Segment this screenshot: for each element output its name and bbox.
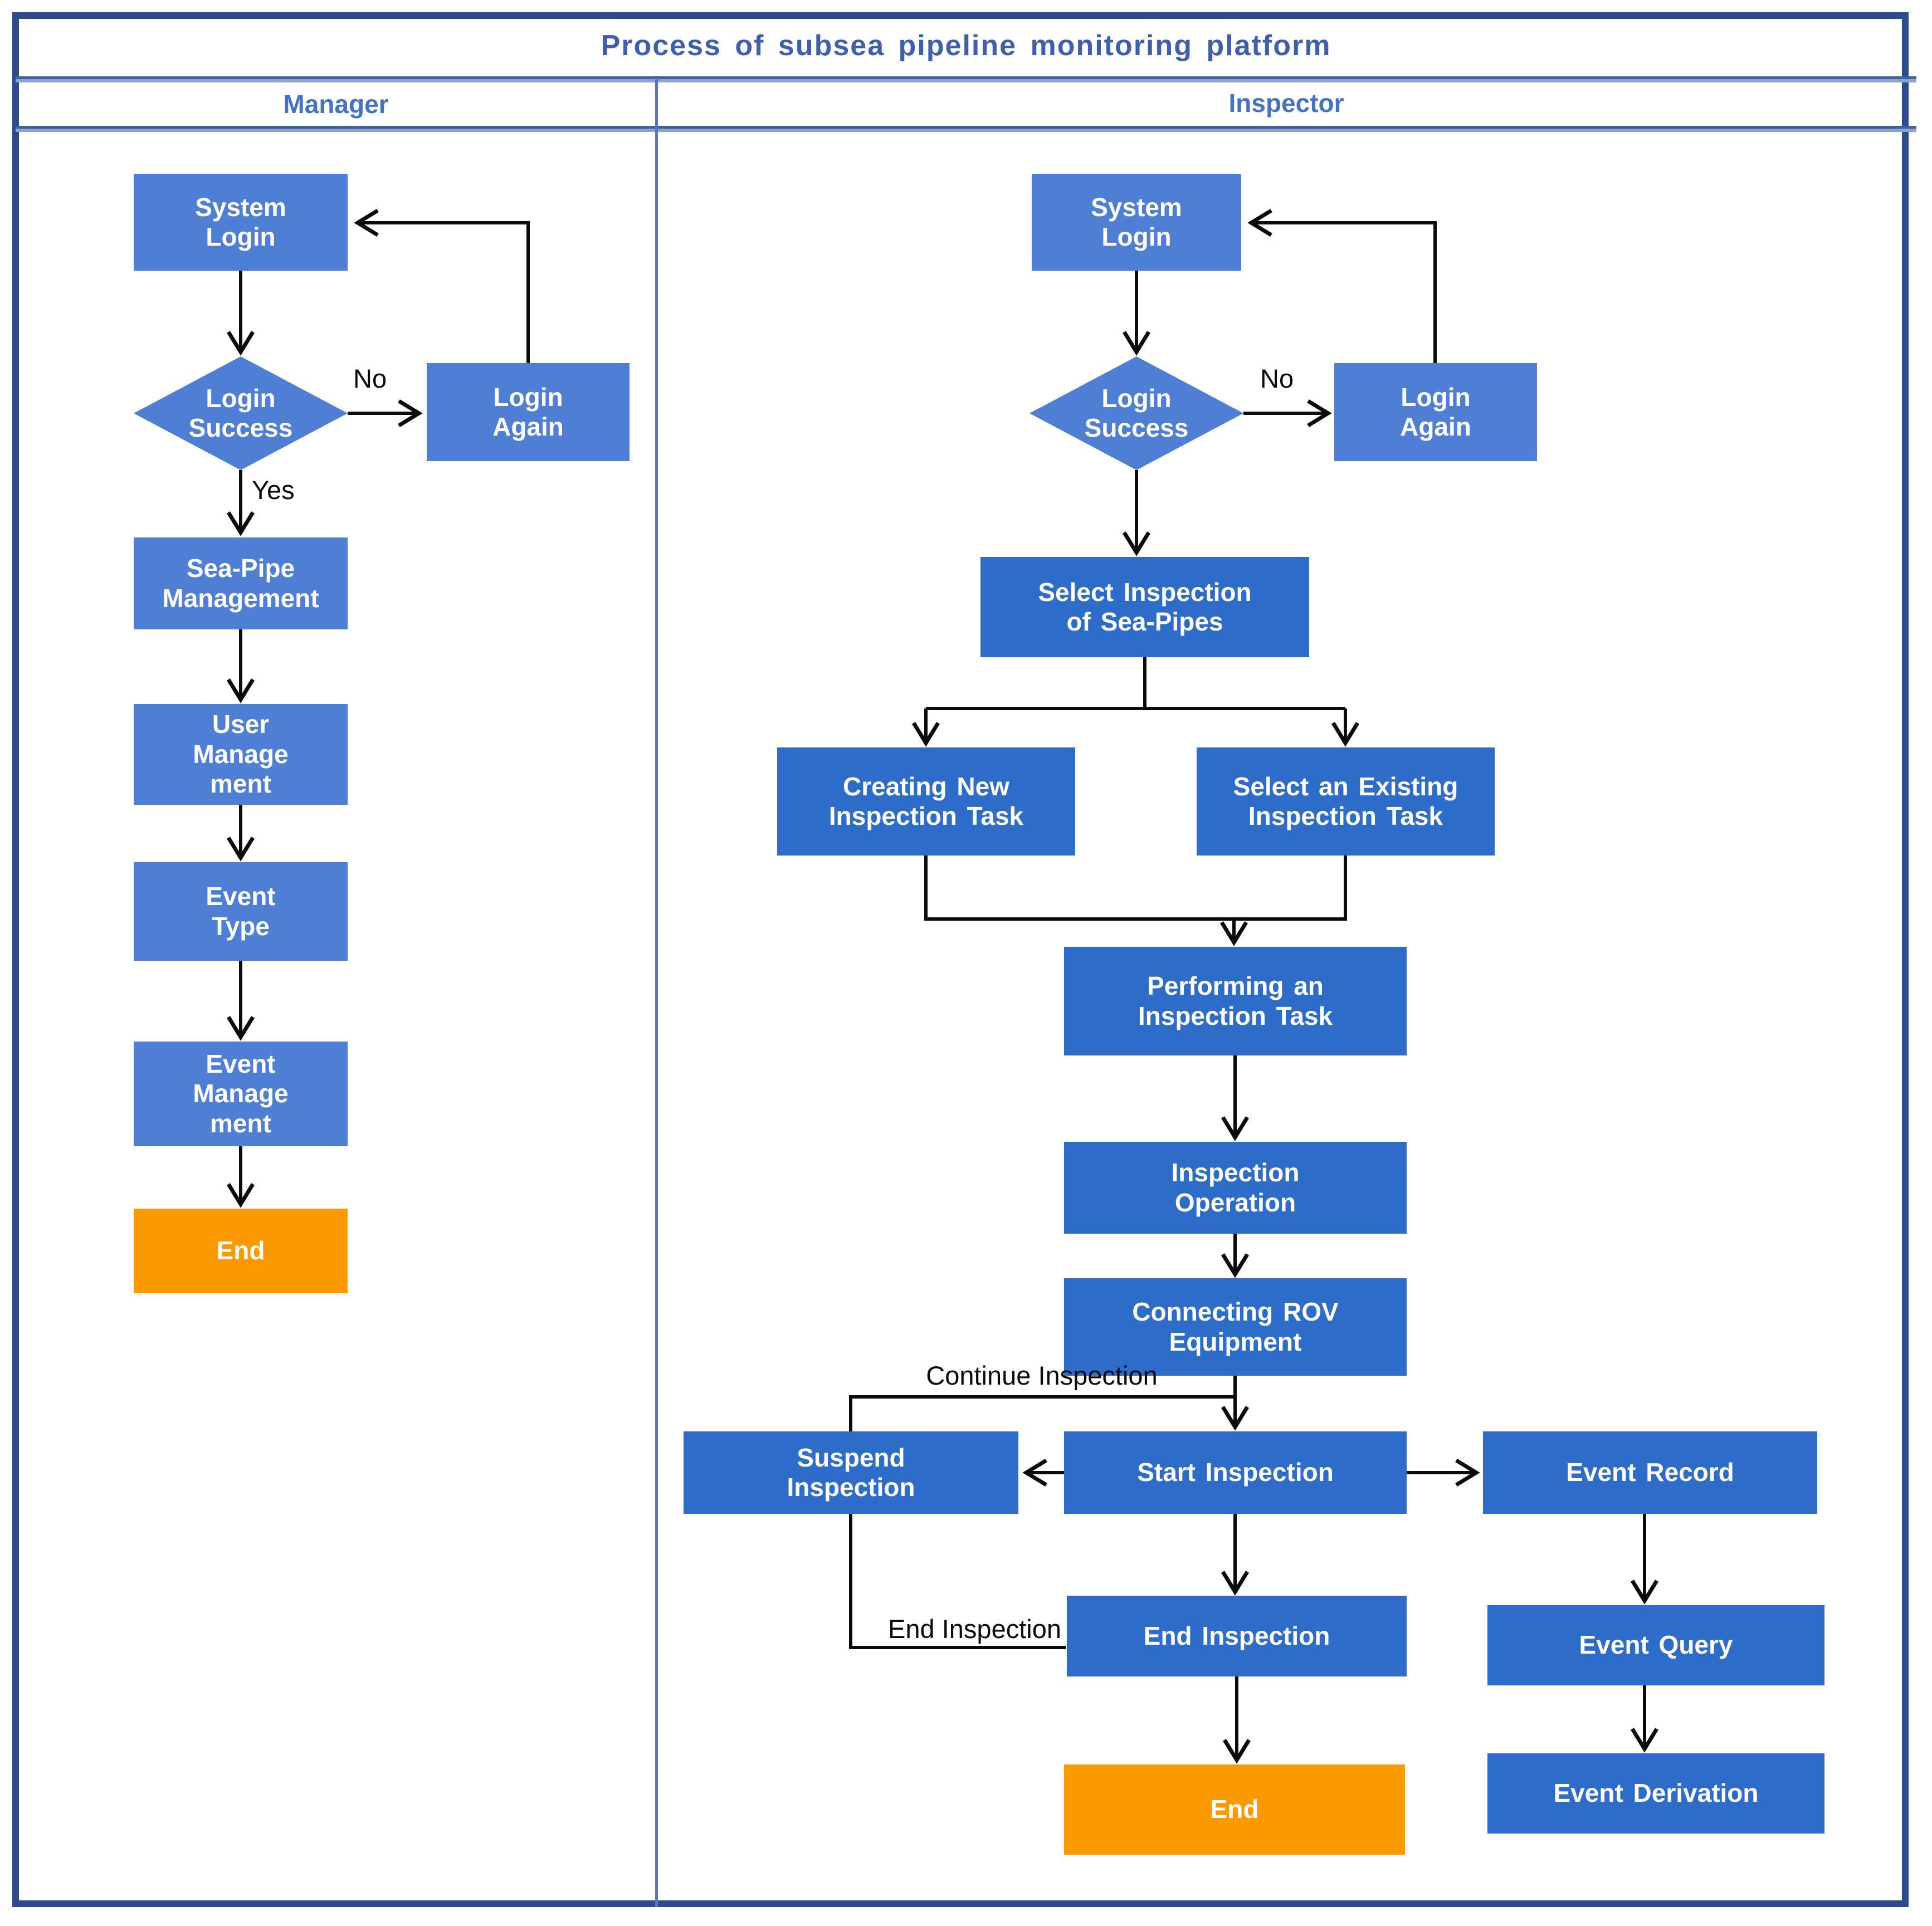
node-inspector-event-derivation: Event Derivation — [1487, 1753, 1824, 1834]
page-title: Process of subsea pipeline monitoring pl… — [601, 30, 1331, 62]
edge-ins-merge-bar — [924, 856, 1347, 921]
edge-mgr-loginagain-loop — [354, 209, 530, 363]
lane-divider — [655, 78, 658, 1907]
lane-header-inspector: Inspector — [1228, 89, 1344, 118]
node-manager-event-management: Event Manage ment — [134, 1042, 348, 1146]
node-inspector-event-query: Event Query — [1487, 1605, 1824, 1685]
node-inspector-suspend-inspection: Suspend Inspection — [684, 1431, 1018, 1514]
edge-label-manager-no: No — [353, 364, 387, 393]
node-inspector-login-again: Login Again — [1334, 363, 1537, 461]
node-inspector-end: End — [1064, 1764, 1405, 1855]
edge-label-continue-inspection: Continue Inspection — [926, 1361, 1158, 1390]
node-inspector-system-login: System Login — [1032, 174, 1241, 271]
edge-label-end-inspection: End Inspection — [888, 1614, 1061, 1644]
edge-label-inspector-no: No — [1260, 364, 1294, 393]
node-inspector-end-inspection: End Inspection — [1067, 1596, 1407, 1676]
node-inspector-event-record: Event Record — [1483, 1431, 1817, 1514]
edge-ins-suspend-to-endinspection — [849, 1514, 1066, 1649]
node-manager-login-again: Login Again — [427, 363, 630, 461]
outer-border — [12, 12, 1909, 1907]
lane-header-divider-line — [16, 126, 1916, 132]
title-divider-line — [16, 76, 1916, 82]
edge-label-manager-yes: Yes — [252, 475, 295, 505]
node-manager-user-management: User Manage ment — [134, 704, 348, 805]
node-inspector-select-inspection: Select Inspection of Sea-Pipes — [980, 557, 1309, 657]
node-inspector-creating-new-task: Creating New Inspection Task — [777, 747, 1075, 856]
node-inspector-start-inspection: Start Inspection — [1064, 1431, 1407, 1514]
node-manager-sea-pipe-management: Sea-Pipe Management — [134, 537, 348, 629]
edge-ins-continue-loop — [849, 1395, 1235, 1431]
node-manager-event-type: Event Type — [134, 862, 348, 961]
lane-header-manager: Manager — [283, 90, 389, 119]
node-inspector-performing-task: Performing an Inspection Task — [1064, 947, 1407, 1055]
node-manager-system-login: System Login — [134, 174, 348, 271]
edge-ins-loginagain-loop — [1247, 209, 1437, 363]
node-manager-end: End — [134, 1209, 348, 1293]
node-inspector-inspection-operation: Inspection Operation — [1064, 1142, 1407, 1234]
node-inspector-connecting-rov: Connecting ROV Equipment — [1064, 1278, 1407, 1376]
node-inspector-select-existing-task: Select an Existing Inspection Task — [1197, 747, 1495, 856]
